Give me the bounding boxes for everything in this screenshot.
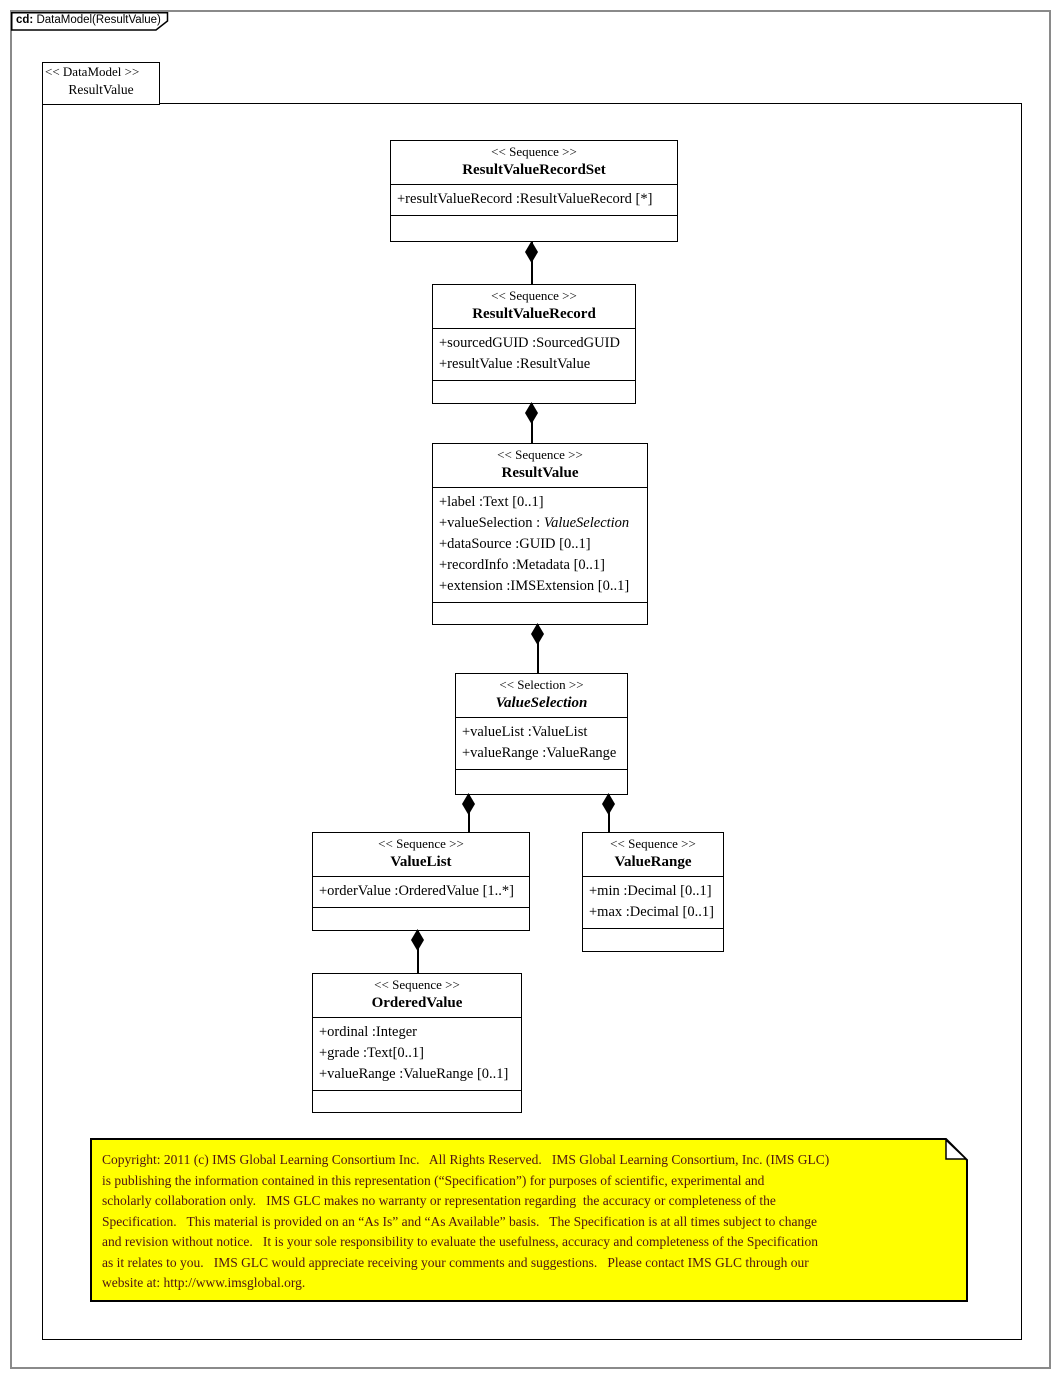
class-stereotype: << Selection >> xyxy=(499,677,584,692)
composition-line xyxy=(531,238,533,288)
attribute: +label :Text [0..1] xyxy=(439,494,544,510)
class-attributes: +sourcedGUID :SourcedGUID +resultValue :… xyxy=(433,329,635,381)
class-header: << Sequence >> OrderedValue xyxy=(313,974,521,1018)
composition-diamond-icon xyxy=(531,623,544,645)
class-attributes: +label :Text [0..1] +valueSelection : Va… xyxy=(433,488,647,603)
class-operations-empty xyxy=(313,908,529,930)
class-attributes: +min :Decimal [0..1] +max :Decimal [0..1… xyxy=(583,877,723,929)
attribute: +grade :Text[0..1] xyxy=(319,1045,424,1061)
tab-prefix: cd: xyxy=(16,14,34,26)
class-box-resultvaluerecordset[interactable]: << Sequence >> ResultValueRecordSet +res… xyxy=(390,140,678,242)
copyright-line: Specification. This material is provided… xyxy=(102,1213,817,1229)
class-stereotype: << Sequence >> xyxy=(497,447,583,462)
class-stereotype: << Sequence >> xyxy=(491,288,577,303)
attribute: +valueRange :ValueRange xyxy=(462,745,617,761)
attribute: +ordinal :Integer xyxy=(319,1024,417,1040)
copyright-line: as it relates to you. IMS GLC would appr… xyxy=(102,1254,809,1270)
tab-outline xyxy=(11,12,169,31)
composition-diamond-icon xyxy=(602,793,615,815)
attribute: +valueList :ValueList xyxy=(462,724,588,740)
class-header: << Sequence >> ValueRange xyxy=(583,833,723,877)
class-operations-empty xyxy=(313,1091,521,1112)
class-header: << Sequence >> ResultValueRecord xyxy=(433,285,635,329)
class-operations-empty xyxy=(391,216,677,241)
attribute: +orderValue :OrderedValue [1..*] xyxy=(319,883,514,899)
class-box-resultvalue[interactable]: << Sequence >> ResultValue +label :Text … xyxy=(432,443,648,625)
copyright-line: and revision without notice. It is your … xyxy=(102,1234,819,1249)
copyright-line: is publishing the information contained … xyxy=(102,1172,765,1188)
class-name: OrderedValue xyxy=(371,995,463,1011)
class-attributes: +valueList :ValueList +valueRange :Value… xyxy=(456,718,627,770)
attribute: +resultValue :ResultValue xyxy=(439,356,591,372)
class-stereotype: << Sequence >> xyxy=(491,144,577,159)
tab-name: DataModel(ResultValue) xyxy=(33,14,161,26)
frame-stereotype: << DataModel >> xyxy=(45,64,140,79)
attribute-name: +valueSelection : xyxy=(439,515,544,531)
attribute: +dataSource :GUID [0..1] xyxy=(439,536,591,552)
class-box-valueselection[interactable]: << Selection >> ValueSelection +valueLis… xyxy=(455,673,628,795)
diagram-tab: cd: DataModel(ResultValue) xyxy=(11,12,169,31)
class-header: << Sequence >> ResultValue xyxy=(433,444,647,488)
tab-title: cd: DataModel(ResultValue) xyxy=(16,14,161,26)
class-box-valuerange[interactable]: << Sequence >> ValueRange +min :Decimal … xyxy=(582,832,724,952)
frame-label: << DataModel >> ResultValue xyxy=(42,62,160,105)
attribute: +max :Decimal [0..1] xyxy=(589,904,714,920)
class-stereotype: << Sequence >> xyxy=(378,836,464,851)
class-operations-empty xyxy=(456,770,627,794)
class-operations-empty xyxy=(433,603,647,624)
class-name: ResultValueRecordSet xyxy=(462,162,606,178)
class-operations-empty xyxy=(433,381,635,403)
attribute: +valueSelection : ValueSelection xyxy=(439,513,641,534)
class-stereotype: << Sequence >> xyxy=(610,836,696,851)
class-stereotype: << Sequence >> xyxy=(374,977,460,992)
copyright-line: website at: http://www.imsglobal.org. xyxy=(102,1275,306,1290)
attribute: +valueRange :ValueRange [0..1] xyxy=(319,1066,509,1082)
composition-diamond-icon xyxy=(462,793,475,815)
copyright-note[interactable]: Copyright: 2011 (c) IMS Global Learning … xyxy=(90,1138,968,1302)
attribute: +resultValueRecord :ResultValueRecord [*… xyxy=(397,191,653,207)
attribute: +recordInfo :Metadata [0..1] xyxy=(439,557,605,573)
class-attributes: +resultValueRecord :ResultValueRecord [*… xyxy=(391,185,677,216)
class-operations-empty xyxy=(583,929,723,951)
composition-line xyxy=(537,620,539,677)
class-name: ValueList xyxy=(390,854,452,870)
note-outline xyxy=(90,1138,968,1302)
class-box-valuelist[interactable]: << Sequence >> ValueList +orderValue :Or… xyxy=(312,832,530,931)
attribute: +sourcedGUID :SourcedGUID xyxy=(439,335,620,351)
class-header: << Selection >> ValueSelection xyxy=(456,674,627,718)
copyright-line: scholarly collaboration only. IMS GLC ma… xyxy=(102,1193,776,1208)
class-box-resultvaluerecord[interactable]: << Sequence >> ResultValueRecord +source… xyxy=(432,284,636,404)
class-name: ResultValue xyxy=(501,465,579,481)
class-name: ResultValueRecord xyxy=(472,306,596,322)
composition-diamond-icon xyxy=(525,241,538,263)
class-name: ValueSelection xyxy=(495,695,588,711)
folded-corner-icon xyxy=(945,1138,968,1160)
attribute: +extension :IMSExtension [0..1] xyxy=(439,578,630,594)
composition-diamond-icon xyxy=(525,402,538,424)
class-header: << Sequence >> ValueList xyxy=(313,833,529,877)
copyright-text: Copyright: 2011 (c) IMS Global Learning … xyxy=(102,1150,942,1294)
class-attributes: +orderValue :OrderedValue [1..*] xyxy=(313,877,529,908)
class-box-orderedvalue[interactable]: << Sequence >> OrderedValue +ordinal :In… xyxy=(312,973,522,1113)
class-name: ValueRange xyxy=(614,854,692,870)
frame-name: ResultValue xyxy=(68,82,134,97)
copyright-line: Copyright: 2011 (c) IMS Global Learning … xyxy=(102,1152,830,1167)
class-header: << Sequence >> ResultValueRecordSet xyxy=(391,141,677,185)
composition-diamond-icon xyxy=(411,929,424,951)
class-attributes: +ordinal :Integer +grade :Text[0..1] +va… xyxy=(313,1018,521,1091)
composition-line xyxy=(417,926,419,976)
attribute-type-italic: ValueSelection xyxy=(543,515,630,531)
attribute: +min :Decimal [0..1] xyxy=(589,883,712,899)
